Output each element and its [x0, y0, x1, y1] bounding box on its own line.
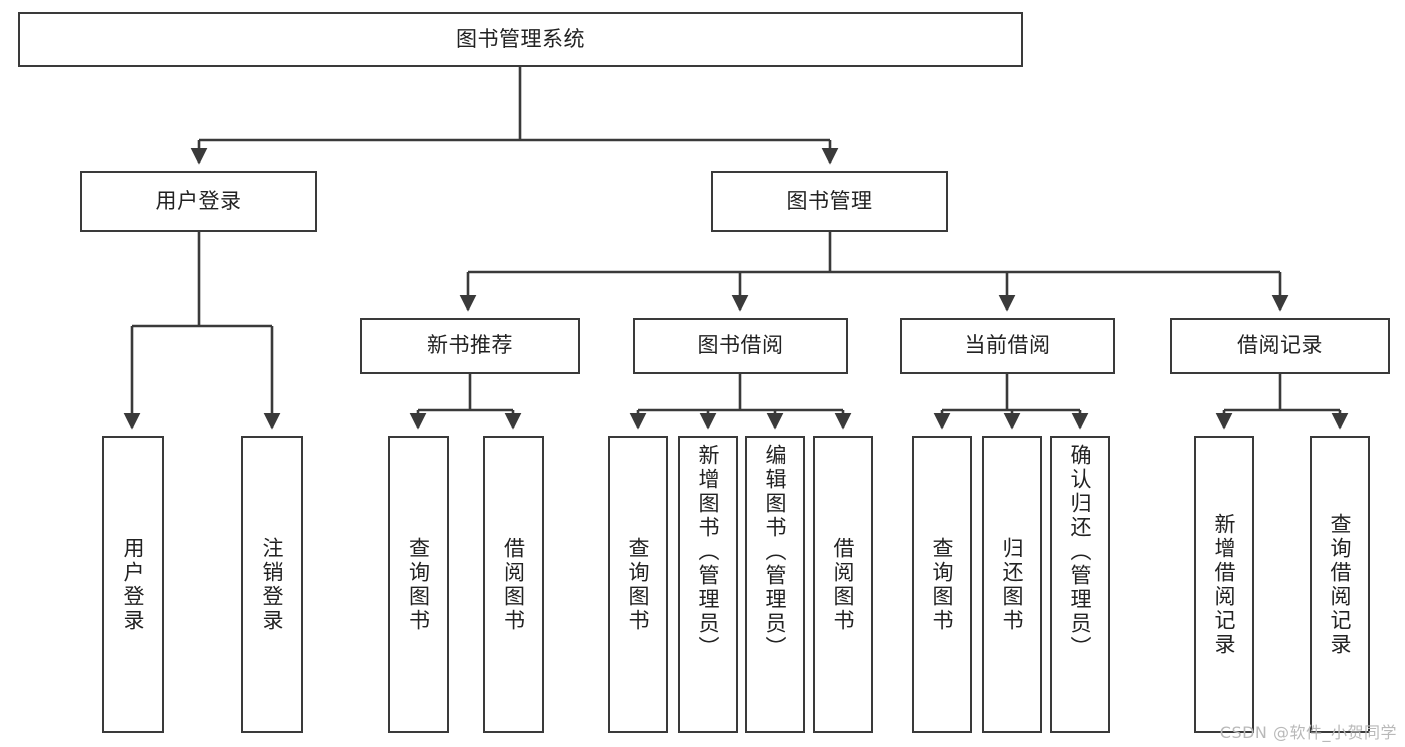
- node-leaf-edit-book-admin-label: 编辑图书（管理员）: [763, 444, 788, 660]
- node-leaf-add-book-admin[interactable]: 新增图书（管理员）: [678, 436, 738, 733]
- node-leaf-add-borrow-record-label: 新增借阅记录: [1212, 512, 1237, 657]
- node-leaf-add-book-admin-label: 新增图书（管理员）: [696, 444, 721, 660]
- node-leaf-confirm-return-admin[interactable]: 确认归还（管理员）: [1050, 436, 1110, 733]
- node-root[interactable]: 图书管理系统: [18, 12, 1023, 67]
- node-book-borrow-label: 图书借阅: [697, 333, 784, 358]
- node-book-manage[interactable]: 图书管理: [711, 171, 948, 232]
- node-new-book-recommend-label: 新书推荐: [427, 333, 513, 358]
- node-root-label: 图书管理系统: [456, 26, 585, 51]
- node-leaf-query-book-2-label: 查询图书: [626, 536, 651, 633]
- node-leaf-return-book[interactable]: 归还图书: [982, 436, 1042, 733]
- node-user-login-label: 用户登录: [155, 188, 242, 213]
- node-leaf-edit-book-admin[interactable]: 编辑图书（管理员）: [745, 436, 805, 733]
- node-leaf-user-login[interactable]: 用户登录: [102, 436, 164, 733]
- node-leaf-confirm-return-admin-label: 确认归还（管理员）: [1068, 444, 1093, 660]
- node-leaf-query-borrow-record[interactable]: 查询借阅记录: [1310, 436, 1370, 733]
- node-book-borrow[interactable]: 图书借阅: [633, 318, 848, 374]
- node-leaf-borrow-book-2[interactable]: 借阅图书: [813, 436, 873, 733]
- node-leaf-add-borrow-record[interactable]: 新增借阅记录: [1194, 436, 1254, 733]
- node-borrow-record[interactable]: 借阅记录: [1170, 318, 1390, 374]
- node-leaf-borrow-book-1[interactable]: 借阅图书: [483, 436, 544, 733]
- node-leaf-logout-login-label: 注销登录: [260, 536, 285, 633]
- node-borrow-record-label: 借阅记录: [1237, 333, 1323, 358]
- node-leaf-query-book-2[interactable]: 查询图书: [608, 436, 668, 733]
- node-user-login[interactable]: 用户登录: [80, 171, 317, 232]
- node-leaf-user-login-label: 用户登录: [121, 536, 146, 633]
- watermark-text: CSDN @软件_小贺同学: [1219, 723, 1397, 742]
- node-current-borrow-label: 当前借阅: [964, 333, 1051, 358]
- node-leaf-query-book-3-label: 查询图书: [930, 536, 955, 633]
- node-leaf-query-book-1-label: 查询图书: [406, 536, 431, 633]
- node-new-book-recommend[interactable]: 新书推荐: [360, 318, 580, 374]
- node-leaf-return-book-label: 归还图书: [1000, 536, 1025, 633]
- node-leaf-query-borrow-record-label: 查询借阅记录: [1328, 512, 1353, 657]
- node-leaf-query-book-3[interactable]: 查询图书: [912, 436, 972, 733]
- node-leaf-query-book-1[interactable]: 查询图书: [388, 436, 449, 733]
- node-leaf-logout-login[interactable]: 注销登录: [241, 436, 303, 733]
- node-leaf-borrow-book-1-label: 借阅图书: [501, 536, 526, 633]
- node-book-manage-label: 图书管理: [786, 188, 873, 213]
- node-leaf-borrow-book-2-label: 借阅图书: [831, 536, 856, 633]
- node-current-borrow[interactable]: 当前借阅: [900, 318, 1115, 374]
